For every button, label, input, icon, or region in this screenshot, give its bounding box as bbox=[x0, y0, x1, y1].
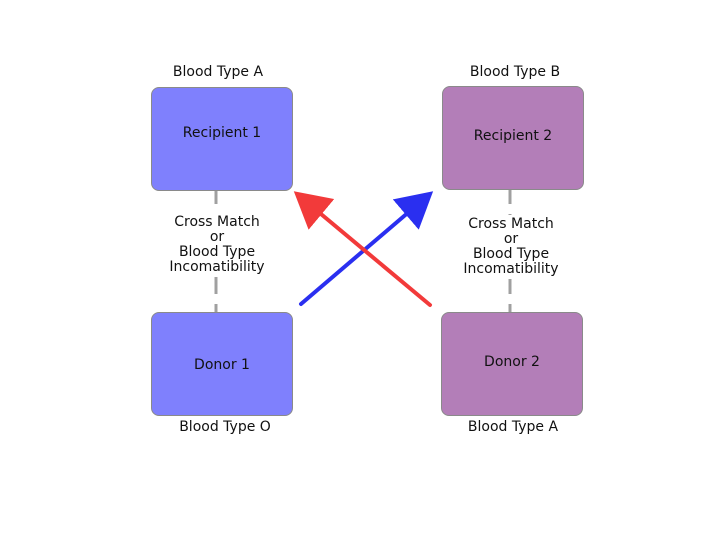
incompatibility-label-pair-2: Cross Match or Blood Type Incomatibility bbox=[441, 215, 581, 279]
incompatibility-line: or bbox=[209, 229, 225, 245]
incompatibility-line: Blood Type bbox=[178, 244, 256, 260]
incompatibility-line: Blood Type bbox=[472, 246, 550, 262]
donor-2-blood-type: Blood Type A bbox=[467, 419, 559, 435]
arrow-donor-2-to-recipient-1 bbox=[293, 191, 432, 307]
incompatibility-line: Cross Match bbox=[468, 216, 554, 232]
incompatibility-line: Incomatibility bbox=[463, 261, 559, 277]
donor-1-blood-type: Blood Type O bbox=[179, 419, 271, 435]
recipient-2-blood-type: Blood Type B bbox=[469, 64, 561, 80]
incompatibility-label-pair-1: Cross Match or Blood Type Incomatibility bbox=[147, 213, 287, 277]
incompatibility-line: or bbox=[503, 231, 519, 247]
recipient-1-label: Recipient 1 bbox=[182, 125, 262, 141]
donor-2-label: Donor 2 bbox=[484, 354, 540, 370]
recipient-2-label: Recipient 2 bbox=[473, 128, 553, 144]
recipient-1-node: Recipient 1 bbox=[151, 87, 293, 191]
incompatibility-line: Cross Match bbox=[174, 214, 260, 230]
donor-2-node: Donor 2 bbox=[441, 312, 583, 416]
recipient-1-blood-type: Blood Type A bbox=[172, 64, 264, 80]
arrow-donor-1-to-recipient-2 bbox=[299, 191, 434, 306]
recipient-2-node: Recipient 2 bbox=[442, 86, 584, 190]
donor-1-label: Donor 1 bbox=[194, 357, 250, 373]
incompatibility-line: Incomatibility bbox=[169, 259, 265, 275]
donor-1-node: Donor 1 bbox=[151, 312, 293, 416]
